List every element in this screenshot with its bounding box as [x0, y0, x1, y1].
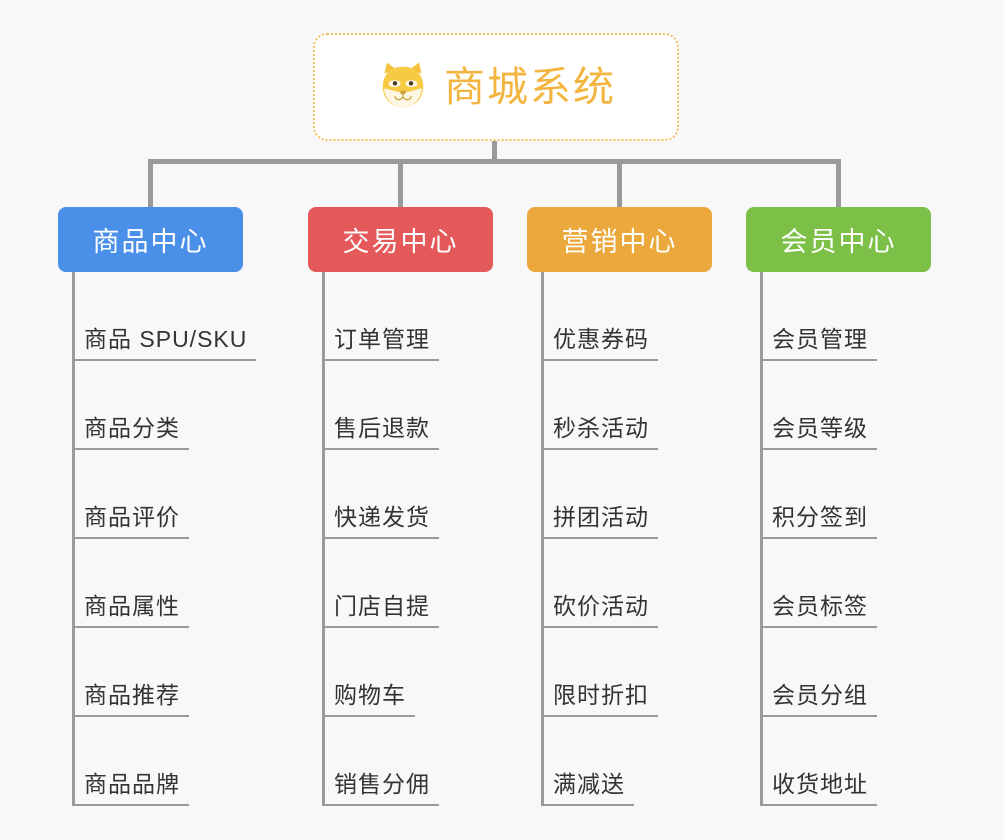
leaf-item-label: 商品品牌 — [84, 771, 180, 798]
leaf-item[interactable]: 会员标签 — [763, 539, 931, 628]
leaf-item[interactable]: 商品分类 — [75, 361, 243, 450]
leaf-underline: 商品评价 — [75, 504, 189, 539]
leaf-item[interactable]: 会员管理 — [763, 272, 931, 361]
leaf-item[interactable]: 销售分佣 — [325, 717, 493, 806]
leaf-item[interactable]: 优惠券码 — [544, 272, 712, 361]
leaf-underline: 商品 SPU/SKU — [75, 326, 257, 361]
leaf-underline: 快递发货 — [325, 504, 439, 539]
leaf-list-0: 商品 SPU/SKU 商品分类商品评价商品属性商品推荐商品品牌 — [72, 272, 257, 806]
leaf-item[interactable]: 会员等级 — [763, 361, 931, 450]
leaf-underline: 优惠券码 — [544, 326, 658, 361]
leaf-item-label: 优惠券码 — [553, 326, 649, 353]
leaf-underline: 商品品牌 — [75, 771, 189, 806]
branch-column-2: 营销中心优惠券码秒杀活动拼团活动砍价活动限时折扣满减送 — [527, 207, 712, 806]
leaf-item-label: 销售分佣 — [334, 771, 430, 798]
leaf-item-label: 会员标签 — [772, 593, 868, 620]
shiba-dog-face-icon — [376, 60, 430, 114]
leaf-underline: 购物车 — [325, 682, 415, 717]
leaf-item[interactable]: 快递发货 — [325, 450, 493, 539]
leaf-item[interactable]: 满减送 — [544, 717, 712, 806]
leaf-item-label: 商品推荐 — [84, 682, 180, 709]
category-box-0[interactable]: 商品中心 — [58, 207, 243, 272]
leaf-underline: 会员等级 — [763, 415, 877, 450]
category-box-1[interactable]: 交易中心 — [308, 207, 493, 272]
leaf-item[interactable]: 限时折扣 — [544, 628, 712, 717]
leaf-item-label: 收货地址 — [772, 771, 868, 798]
leaf-item-label: 商品 SPU/SKU — [84, 326, 248, 353]
branch-column-3: 会员中心会员管理会员等级积分签到会员标签会员分组收货地址 — [746, 207, 931, 806]
leaf-list-3: 会员管理会员等级积分签到会员标签会员分组收货地址 — [760, 272, 931, 806]
category-box-3[interactable]: 会员中心 — [746, 207, 931, 272]
leaf-item[interactable]: 商品品牌 — [75, 717, 243, 806]
leaf-underline: 限时折扣 — [544, 682, 658, 717]
leaf-item[interactable]: 购物车 — [325, 628, 493, 717]
leaf-item-label: 限时折扣 — [553, 682, 649, 709]
leaf-item-label: 拼团活动 — [553, 504, 649, 531]
branch-drop-connector-1 — [398, 159, 403, 207]
leaf-list-2: 优惠券码秒杀活动拼团活动砍价活动限时折扣满减送 — [541, 272, 712, 806]
leaf-item-label: 售后退款 — [334, 415, 430, 442]
leaf-item-label: 商品分类 — [84, 415, 180, 442]
leaf-item-label: 商品属性 — [84, 593, 180, 620]
leaf-underline: 门店自提 — [325, 593, 439, 628]
leaf-underline: 积分签到 — [763, 504, 877, 539]
branch-column-0: 商品中心商品 SPU/SKU 商品分类商品评价商品属性商品推荐商品品牌 — [58, 207, 257, 806]
leaf-underline: 秒杀活动 — [544, 415, 658, 450]
leaf-underline: 商品推荐 — [75, 682, 189, 717]
leaf-item[interactable]: 商品评价 — [75, 450, 243, 539]
leaf-underline: 砍价活动 — [544, 593, 658, 628]
leaf-item-label: 秒杀活动 — [553, 415, 649, 442]
category-box-2[interactable]: 营销中心 — [527, 207, 712, 272]
leaf-underline: 拼团活动 — [544, 504, 658, 539]
leaf-item[interactable]: 会员分组 — [763, 628, 931, 717]
leaf-underline: 会员管理 — [763, 326, 877, 361]
leaf-item[interactable]: 积分签到 — [763, 450, 931, 539]
leaf-item[interactable]: 秒杀活动 — [544, 361, 712, 450]
leaf-item-label: 门店自提 — [334, 593, 430, 620]
leaf-item[interactable]: 拼团活动 — [544, 450, 712, 539]
root-node[interactable]: 商城系统 — [313, 33, 679, 141]
leaf-underline: 销售分佣 — [325, 771, 439, 806]
leaf-item[interactable]: 砍价活动 — [544, 539, 712, 628]
leaf-underline: 会员标签 — [763, 593, 877, 628]
leaf-item[interactable]: 商品 SPU/SKU — [75, 272, 257, 361]
leaf-item-label: 商品评价 — [84, 504, 180, 531]
leaf-item-label: 会员等级 — [772, 415, 868, 442]
leaf-underline: 售后退款 — [325, 415, 439, 450]
leaf-underline: 订单管理 — [325, 326, 439, 361]
leaf-underline: 商品分类 — [75, 415, 189, 450]
leaf-item-label: 砍价活动 — [553, 593, 649, 620]
branch-drop-connector-0 — [148, 159, 153, 207]
leaf-item-label: 快递发货 — [334, 504, 430, 531]
branch-drop-connector-3 — [836, 159, 841, 207]
leaf-underline: 会员分组 — [763, 682, 877, 717]
leaf-item-label: 订单管理 — [334, 326, 430, 353]
leaf-item-label: 会员分组 — [772, 682, 868, 709]
branch-drop-connector-2 — [617, 159, 622, 207]
leaf-item-label: 购物车 — [334, 682, 406, 709]
leaf-underline: 收货地址 — [763, 771, 877, 806]
leaf-item[interactable]: 售后退款 — [325, 361, 493, 450]
leaf-item-label: 积分签到 — [772, 504, 868, 531]
leaf-item[interactable]: 订单管理 — [325, 272, 493, 361]
leaf-item[interactable]: 商品属性 — [75, 539, 243, 628]
leaf-underline: 满减送 — [544, 771, 634, 806]
leaf-item-label: 满减送 — [553, 771, 625, 798]
branch-column-1: 交易中心订单管理售后退款快递发货门店自提购物车销售分佣 — [308, 207, 493, 806]
root-stem-connector — [492, 141, 497, 164]
horizontal-bus-connector — [148, 159, 840, 164]
leaf-item[interactable]: 商品推荐 — [75, 628, 243, 717]
leaf-list-1: 订单管理售后退款快递发货门店自提购物车销售分佣 — [322, 272, 493, 806]
root-title: 商城系统 — [444, 63, 616, 110]
leaf-item[interactable]: 门店自提 — [325, 539, 493, 628]
leaf-item[interactable]: 收货地址 — [763, 717, 931, 806]
leaf-item-label: 会员管理 — [772, 326, 868, 353]
leaf-underline: 商品属性 — [75, 593, 189, 628]
